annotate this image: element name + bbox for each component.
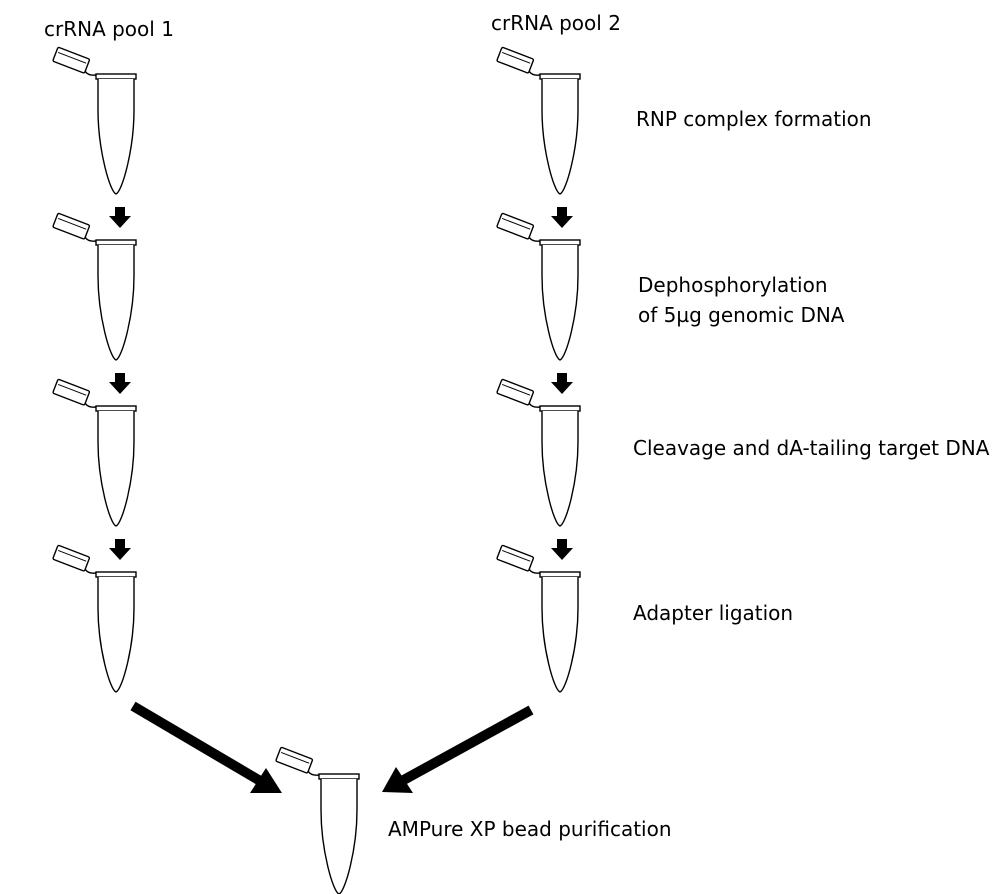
tube-pool1-step2 [51,212,137,361]
step-cleavage-label: Cleavage and dA-tailing target DNA [633,436,990,460]
arrow-down-pool1-2 [109,373,131,394]
step-dephosphorylation-label: Dephosphorylation of 5µg genomic DNA [638,273,845,327]
step-rnp-label: RNP complex formation [636,107,872,131]
tube-pool1-step3 [51,378,137,527]
tube-final [274,746,360,894]
step-ligation-label: Adapter ligation [633,601,794,625]
step-purification-label: AMPure XP bead purification [388,817,672,841]
tube-pool1-step4 [51,544,137,693]
arrow-merge-right [382,705,534,793]
pool-1-label: crRNA pool 1 [44,17,174,41]
arrow-down-pool2-1 [551,207,573,228]
tube-pool1-step1 [51,46,137,195]
tube-pool2-step4 [495,544,581,693]
arrow-down-pool1-1 [109,207,131,228]
tube-pool2-step1 [495,46,581,195]
arrow-down-pool2-2 [551,373,573,394]
arrow-down-pool1-3 [109,539,131,560]
tube-pool2-step3 [495,378,581,527]
arrow-down-pool2-3 [551,539,573,560]
arrow-merge-left [130,701,282,793]
pool-2-label: crRNA pool 2 [491,11,621,35]
tube-pool2-step2 [495,212,581,361]
